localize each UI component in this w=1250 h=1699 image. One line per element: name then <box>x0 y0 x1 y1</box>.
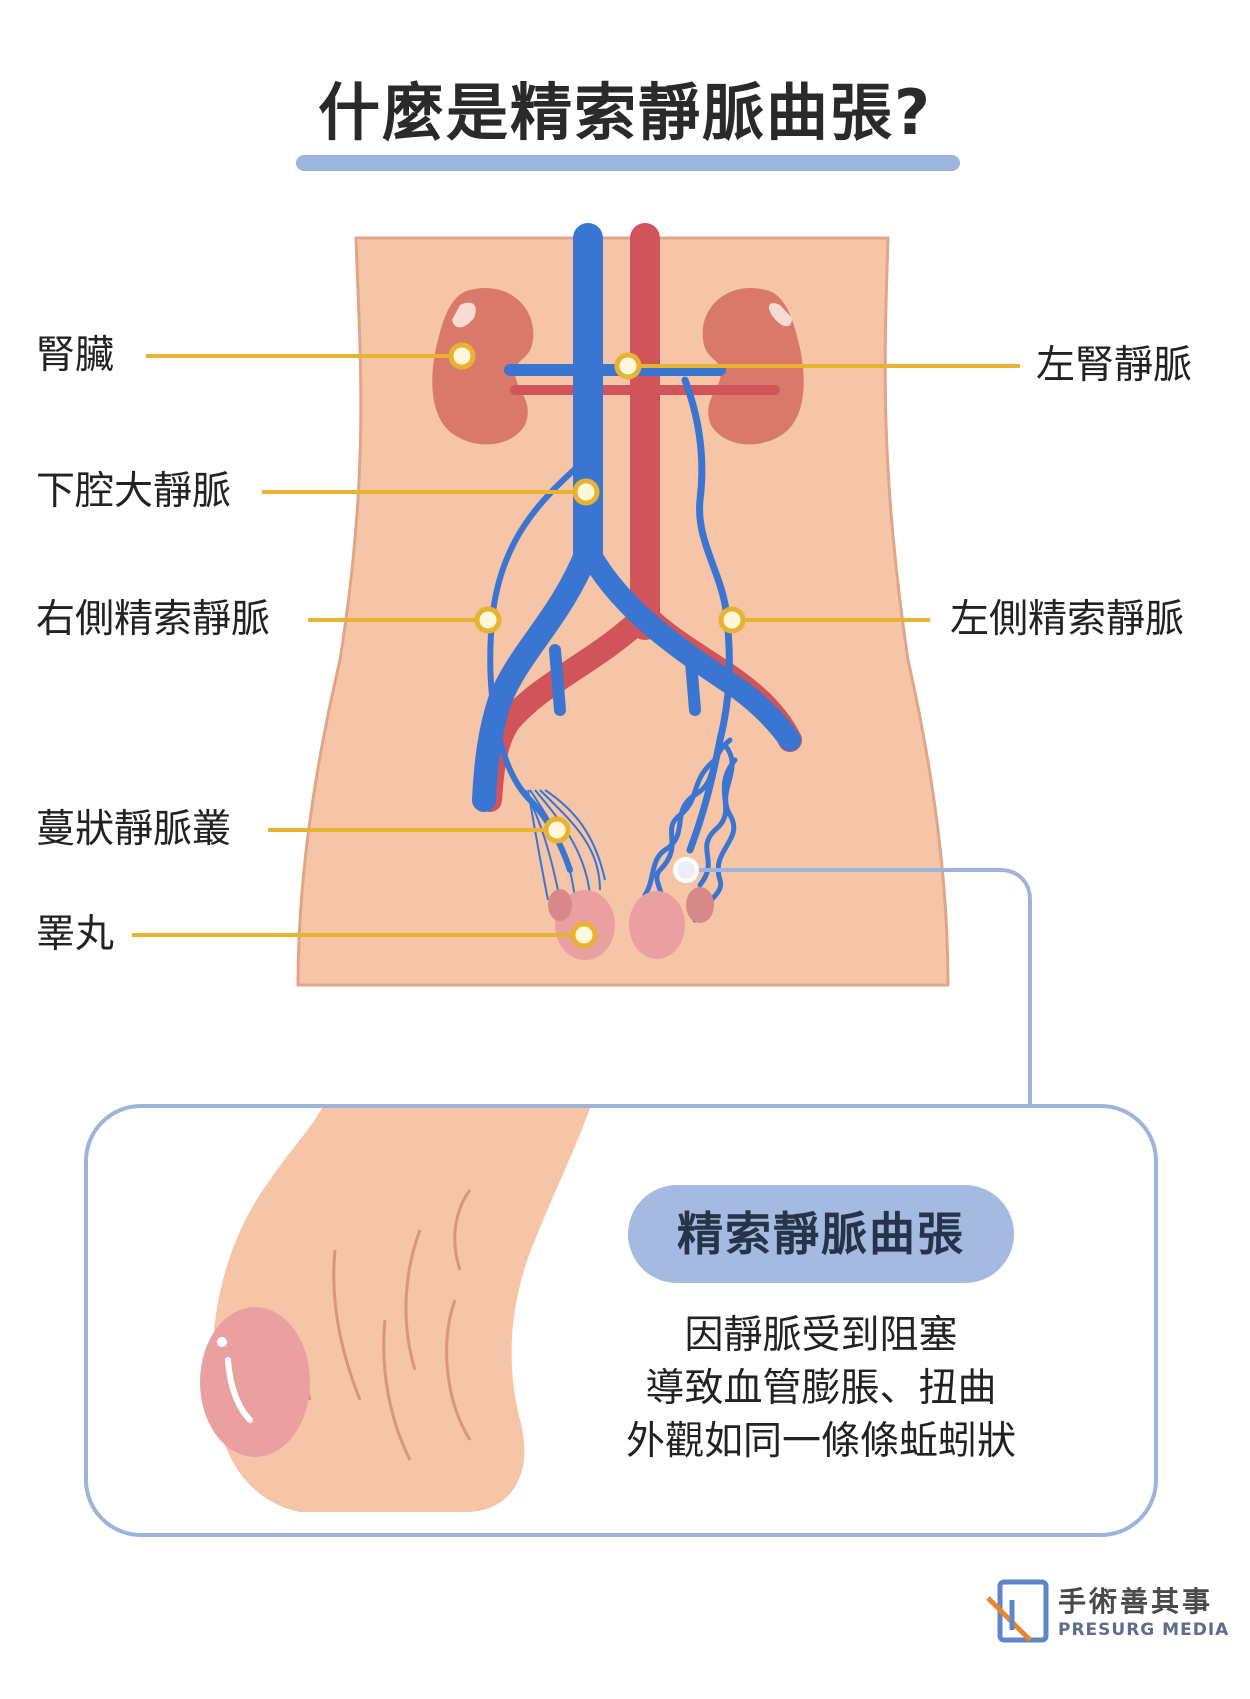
callout-dots <box>448 342 746 949</box>
callout-line-3: 外觀如同一條條蚯蚓狀 <box>625 1419 1016 1464</box>
label-kidney: 腎臟 <box>36 333 115 378</box>
callout-lines <box>132 354 1020 937</box>
label-testis: 睪丸 <box>36 912 115 957</box>
label-pampiniform-plexus: 蔓狀靜脈叢 <box>36 807 232 852</box>
callout-line-2: 導致血管膨脹、扭曲 <box>645 1366 997 1411</box>
vena-cava <box>472 223 801 812</box>
title-underline <box>296 155 960 171</box>
right-kidney <box>432 288 534 445</box>
label-right-spermatic-vein: 右側精索靜脈 <box>36 597 271 642</box>
callout-title: 精索靜脈曲張 <box>628 1185 1014 1283</box>
pampiniform-plexus-left <box>642 737 738 923</box>
scrotum-illustration <box>200 1108 590 1512</box>
label-inferior-vena-cava: 下腔大靜脈 <box>36 469 232 514</box>
label-left-spermatic-vein: 左側精索靜脈 <box>950 597 1185 642</box>
brand-logo-mark <box>986 1579 1049 1643</box>
callout-line-1: 因靜脈受到阻塞 <box>684 1313 958 1358</box>
testes <box>548 887 714 960</box>
zoom-connector <box>686 868 1032 1108</box>
brand-name: 手術善其事 <box>1058 1585 1214 1618</box>
label-left-renal-vein: 左腎靜脈 <box>1036 343 1193 388</box>
brand-english: PRESURG MEDIA <box>1058 1620 1230 1640</box>
right-spermatic-vein <box>487 457 588 873</box>
page-title: 什麼是精索靜脈曲張? <box>318 76 932 149</box>
